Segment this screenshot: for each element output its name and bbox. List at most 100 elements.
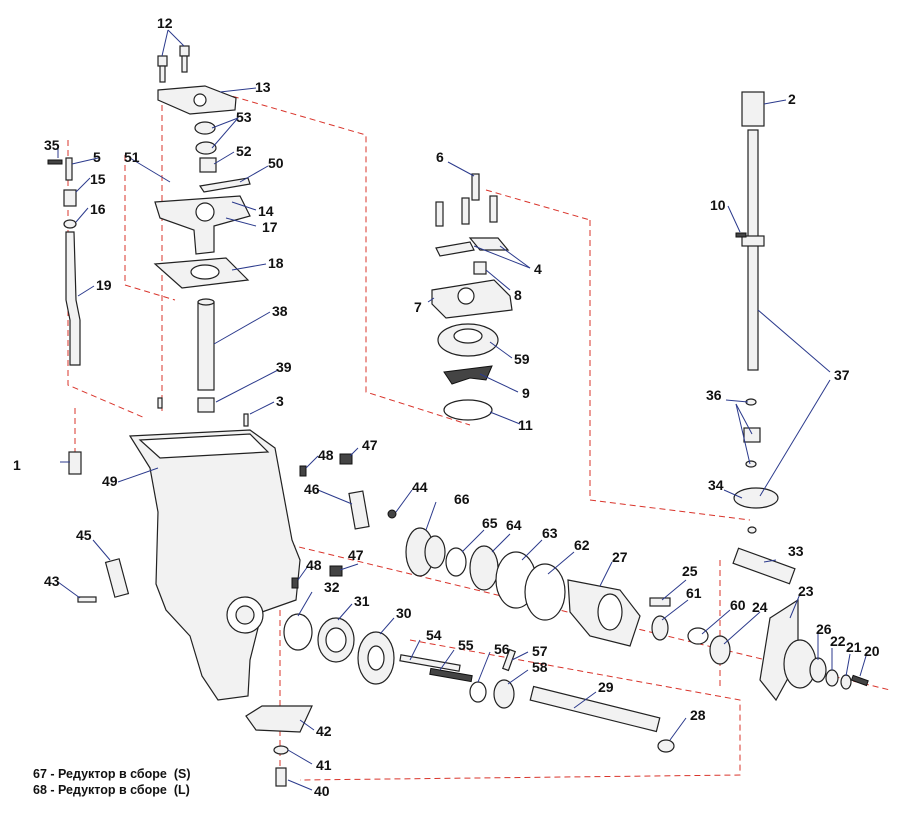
- anode-45: [104, 558, 130, 598]
- callout-48-b: 48: [306, 557, 322, 573]
- callout-26: 26: [816, 621, 832, 637]
- callout-52: 52: [236, 143, 252, 159]
- pin-10: [735, 232, 747, 238]
- callout-10: 10: [710, 197, 726, 213]
- callout-23: 23: [798, 583, 814, 599]
- housing-17: [154, 195, 251, 255]
- callout-53: 53: [236, 109, 252, 125]
- screw-47-a: [339, 453, 353, 465]
- callout-61: 61: [686, 585, 702, 601]
- grommet-39: [197, 397, 215, 413]
- propeller-23: [759, 598, 817, 702]
- callout-14: 14: [258, 203, 274, 219]
- callout-47-a: 47: [362, 437, 378, 453]
- propshaft-29: [529, 685, 661, 733]
- callout-25: 25: [682, 563, 698, 579]
- callout-34: 34: [708, 477, 724, 493]
- callout-35: 35: [44, 137, 60, 153]
- callout-62: 62: [574, 537, 590, 553]
- callout-1: 1: [13, 457, 21, 473]
- callout-37: 37: [834, 367, 850, 383]
- pin-5: [65, 157, 73, 181]
- plug-1: [68, 451, 82, 475]
- bearing-carrier-27: [567, 579, 641, 647]
- plate-42: [245, 705, 313, 733]
- callout-49: 49: [102, 473, 118, 489]
- cotter-pin-20: [850, 674, 869, 687]
- callout-36: 36: [706, 387, 722, 403]
- cap-2: [741, 91, 765, 127]
- nut-22: [825, 669, 839, 687]
- thrust-hub-24: [709, 635, 731, 665]
- shift-rod-19: [65, 231, 81, 366]
- callout-40: 40: [314, 783, 330, 799]
- bolt-12-b: [179, 45, 190, 73]
- callout-21: 21: [846, 639, 862, 655]
- screw-43: [77, 596, 97, 603]
- callout-22: 22: [830, 633, 846, 649]
- nut-21: [840, 674, 852, 690]
- seal-8: [473, 261, 487, 275]
- callout-24: 24: [752, 599, 768, 615]
- callout-labels: 1 2 3 4 5 6 7 8 9 10 11 12 13 14 15 16 1…: [13, 15, 880, 799]
- callout-38: 38: [272, 303, 288, 319]
- callout-58: 58: [532, 659, 548, 675]
- callout-30: 30: [396, 605, 412, 621]
- legend-line-67: 67 - Редуктор в сборе (S): [33, 767, 191, 781]
- callout-47-b: 47: [348, 547, 364, 563]
- callout-56: 56: [494, 641, 510, 657]
- callout-32: 32: [324, 579, 340, 595]
- ring-65: [445, 547, 467, 577]
- screw-47-b: [329, 565, 343, 577]
- callout-31: 31: [354, 593, 370, 609]
- link-50: [198, 177, 251, 193]
- callout-64: 64: [506, 517, 522, 533]
- legend-line-68: 68 - Редуктор в сборе (L): [33, 783, 190, 797]
- bushing-44: [387, 509, 397, 519]
- bearing-64: [469, 545, 499, 591]
- callout-7: 7: [414, 299, 422, 315]
- callout-44: 44: [412, 479, 428, 495]
- callout-17: 17: [262, 219, 278, 235]
- washer-60: [687, 627, 709, 645]
- callout-8: 8: [514, 287, 522, 303]
- callout-2: 2: [788, 91, 796, 107]
- gear-66: [405, 527, 446, 577]
- clip-35: [47, 159, 63, 165]
- tube-38: [197, 301, 215, 391]
- leader-lines: [57, 29, 867, 791]
- plate-4: [435, 241, 475, 257]
- oring-62: [524, 563, 566, 621]
- callout-59: 59: [514, 351, 530, 367]
- bolt-25: [649, 597, 671, 607]
- callout-50: 50: [268, 155, 284, 171]
- callout-4: 4: [534, 261, 542, 277]
- bushing-36: [743, 427, 761, 443]
- shift-rod-54: [399, 654, 461, 672]
- seal-61: [651, 615, 669, 641]
- gasket-11: [443, 399, 493, 421]
- callout-5: 5: [93, 149, 101, 165]
- callout-51: 51: [124, 149, 140, 165]
- washer-41: [273, 745, 289, 755]
- washer-48-b: [291, 577, 299, 589]
- callout-18: 18: [268, 255, 284, 271]
- bearing-53: [194, 121, 216, 135]
- callout-63: 63: [542, 525, 558, 541]
- callout-11: 11: [518, 417, 533, 433]
- callout-46: 46: [304, 481, 320, 497]
- callout-66: 66: [454, 491, 470, 507]
- bolts-6: [435, 173, 498, 227]
- bolt-40: [275, 767, 287, 787]
- bolt-12-a: [157, 55, 168, 83]
- pin-57: [501, 648, 517, 672]
- callout-12: 12: [157, 15, 173, 31]
- gear-30: [357, 631, 395, 685]
- callout-33: 33: [788, 543, 804, 559]
- callout-3: 3: [276, 393, 284, 409]
- ring-56: [469, 681, 487, 703]
- impeller-9: [443, 365, 493, 385]
- bushing-52: [199, 157, 217, 173]
